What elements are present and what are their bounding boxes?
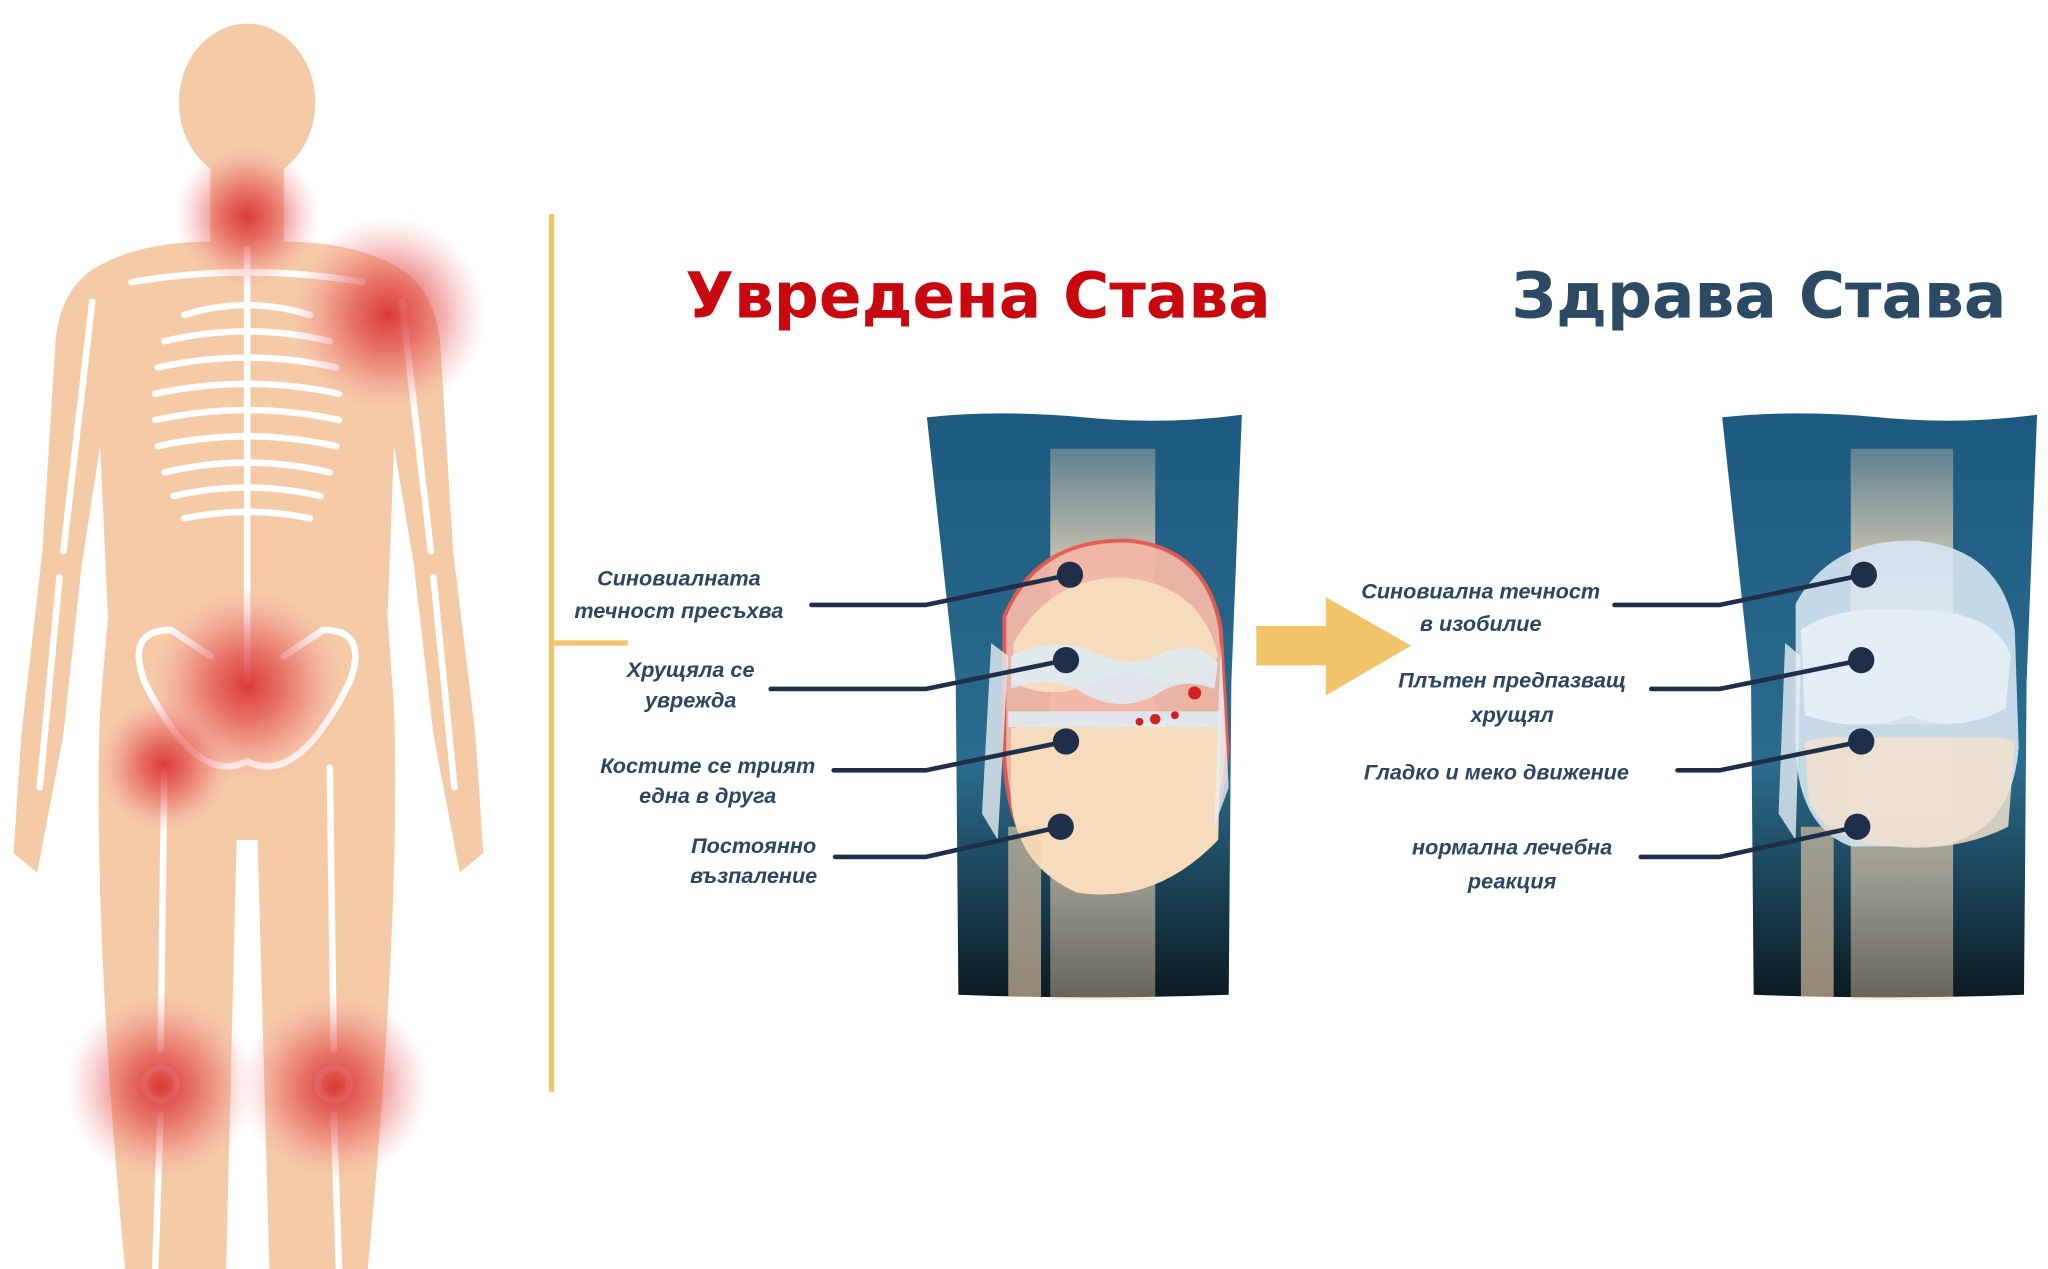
healthy-label-2b: хрущял bbox=[1470, 702, 1555, 727]
healthy-label-4a: нормална лечебна bbox=[1412, 834, 1612, 859]
damaged-label-1a: Синовиалната bbox=[597, 565, 761, 590]
pain-shoulder bbox=[289, 216, 486, 414]
damaged-label-1b: течност пресъхва bbox=[574, 598, 783, 623]
healthy-label-3a: Гладко и меко движение bbox=[1364, 760, 1629, 785]
pain-neck bbox=[174, 144, 320, 289]
healthy-knee-illustration bbox=[1722, 413, 2038, 1000]
damaged-label-3a: Костите се трият bbox=[600, 753, 815, 778]
healthy-pointer-dots bbox=[1844, 561, 1877, 840]
healthy-label-2a: Плътен предпазващ bbox=[1398, 668, 1626, 693]
damaged-label-4b: възпаление bbox=[690, 863, 817, 888]
healthy-label-4b: реакция bbox=[1467, 868, 1557, 893]
damaged-label-3b: една в друга bbox=[639, 783, 776, 808]
pain-knee-right bbox=[240, 992, 430, 1182]
damaged-label-2b: уврежда bbox=[644, 687, 736, 712]
damaged-pointers bbox=[768, 572, 1073, 860]
damaged-labels: Синовиалната течност пресъхва Хрущяла се… bbox=[574, 565, 817, 888]
damaged-label-4a: Постоянно bbox=[691, 833, 816, 858]
healthy-label-1b: в изобилие bbox=[1420, 611, 1542, 636]
healthy-label-1a: Синовиална течност bbox=[1361, 578, 1600, 603]
damaged-pointer-dots bbox=[1047, 561, 1084, 840]
damaged-knee-illustration bbox=[926, 413, 1242, 1000]
pain-hip bbox=[96, 696, 233, 834]
pain-knee-left bbox=[66, 992, 255, 1182]
bracket-connector bbox=[171, 213, 628, 1092]
healthy-labels: Синовиална течност в изобилие Плътен пре… bbox=[1361, 578, 1629, 893]
healthy-joint-title: Здрава Става bbox=[1511, 260, 2006, 333]
pain-points bbox=[66, 144, 486, 1182]
healthy-pointers bbox=[1612, 572, 1867, 860]
damaged-label-2a: Хрущяла се bbox=[626, 657, 755, 682]
body-figure bbox=[13, 23, 486, 1269]
damaged-joint-title: Увредена Става bbox=[685, 260, 1270, 333]
arrow-right-icon bbox=[1256, 597, 1412, 696]
